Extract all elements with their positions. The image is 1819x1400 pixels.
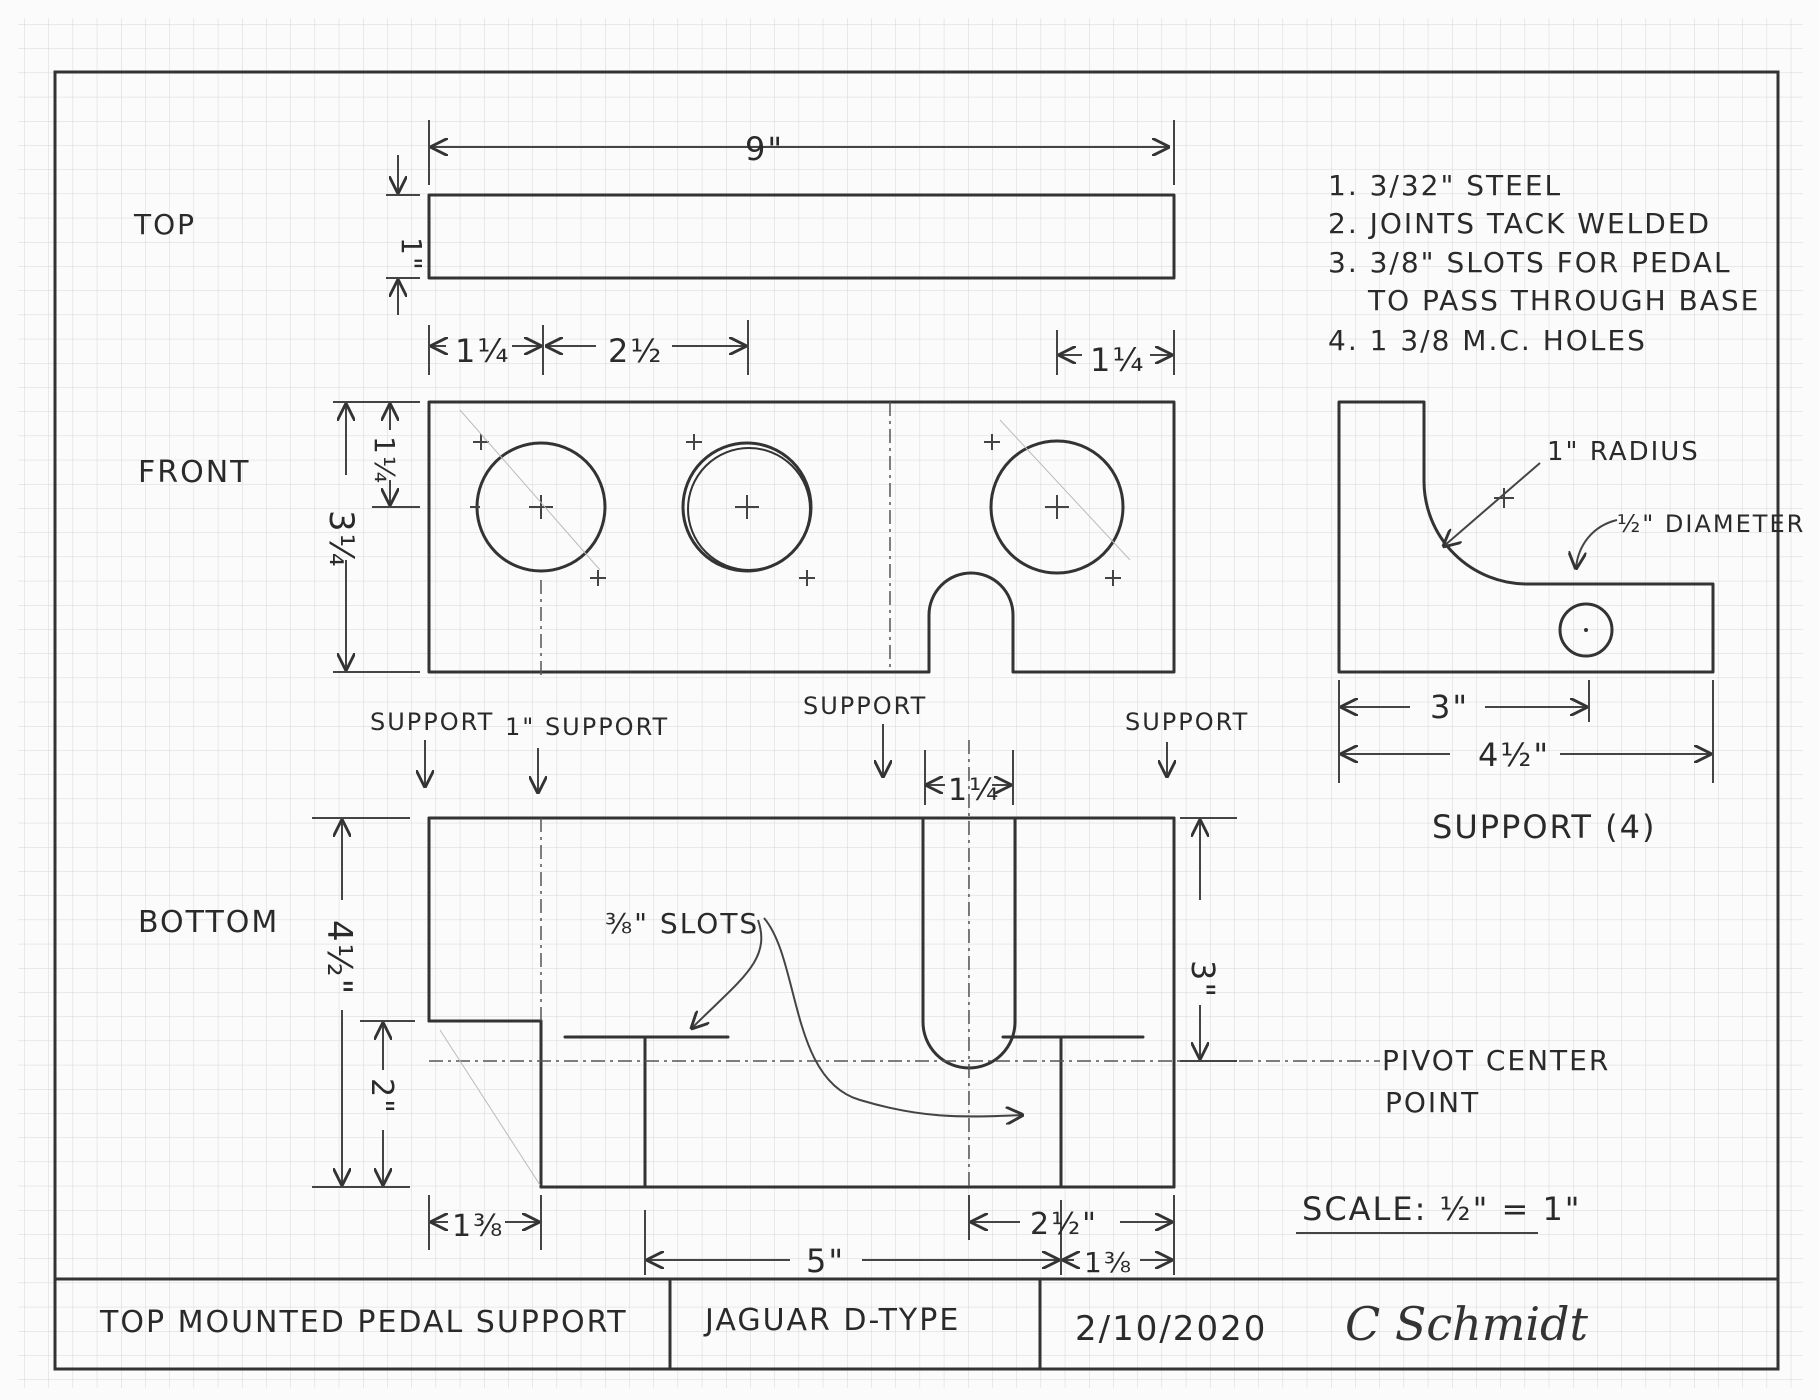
- dim-front-mid: 2½: [608, 332, 663, 370]
- dim-overall-width: 9": [745, 130, 784, 168]
- dim-bottom-height: 4½": [319, 920, 359, 996]
- support-callouts: SUPPORT 1" SUPPORT SUPPORT SUPPORT: [370, 692, 1249, 792]
- view-label-front: FRONT: [138, 455, 250, 490]
- top-view: 9" 1": [386, 120, 1176, 315]
- support-caption: SUPPORT (4): [1432, 808, 1656, 846]
- support-label-c: SUPPORT: [803, 692, 927, 720]
- support-label-b: 1" SUPPORT: [505, 713, 669, 741]
- dim-top-thickness: 1": [395, 237, 428, 272]
- support-detail-view: 1" RADIUS ½" DIAMETER 3" 4½" SUPPORT (4): [1337, 400, 1805, 846]
- diameter-label: ½" DIAMETER: [1617, 510, 1805, 538]
- scale-note: SCALE: ½" = 1": [1296, 1190, 1582, 1234]
- title-text: TOP MOUNTED PEDAL SUPPORT: [99, 1305, 628, 1340]
- dim-bottom-2-5: 2½": [1030, 1207, 1098, 1242]
- title-block: TOP MOUNTED PEDAL SUPPORT JAGUAR D-TYPE …: [53, 1277, 1780, 1371]
- support-label-d: SUPPORT: [1125, 708, 1249, 736]
- project-text: JAGUAR D-TYPE: [703, 1303, 960, 1338]
- pivot-label-1: PIVOT CENTER: [1382, 1044, 1610, 1077]
- dim-bottom-5: 5": [806, 1242, 845, 1280]
- view-label-bottom: BOTTOM: [138, 905, 279, 940]
- scale-text: SCALE: ½" = 1": [1302, 1190, 1582, 1228]
- dim-support-3: 3": [1430, 688, 1469, 726]
- note-2: 2. JOINTS TACK WELDED: [1328, 207, 1711, 240]
- dim-slot-width: 1¼: [948, 773, 1000, 808]
- dim-bottom-left: 1⅜: [452, 1209, 504, 1244]
- dim-bottom-right-3: 3": [1184, 960, 1222, 999]
- dim-front-hole-offset: 1¼: [368, 436, 401, 485]
- date-text: 2/10/2020: [1075, 1309, 1267, 1349]
- dim-support-4-5: 4½": [1478, 736, 1550, 774]
- sheet-border: [53, 70, 1780, 1371]
- note-4: 4. 1 3/8 M.C. HOLES: [1328, 324, 1647, 357]
- pivot-label-2: POINT: [1385, 1086, 1480, 1119]
- view-label-top: TOP: [133, 208, 196, 241]
- notes-list: 1. 3/32" STEEL 2. JOINTS TACK WELDED 3. …: [1328, 169, 1760, 357]
- author-signature: C Schmidt: [1345, 1297, 1588, 1351]
- grid-paper: [18, 18, 1803, 1388]
- dim-front-left: 1¼: [455, 332, 510, 370]
- dim-front-right: 1¼: [1090, 341, 1145, 379]
- slots-label: ⅜" SLOTS: [605, 907, 759, 940]
- dim-front-height: 3¼: [321, 510, 361, 569]
- note-1: 1. 3/32" STEEL: [1328, 169, 1562, 202]
- note-3: 3. 3/8" SLOTS FOR PEDAL: [1328, 246, 1732, 279]
- support-label-a: SUPPORT: [370, 708, 494, 736]
- front-view: 1¼ 2½ 1¼ 3¼ 1¼: [321, 320, 1176, 680]
- radius-label: 1" RADIUS: [1547, 437, 1700, 467]
- bottom-view: 1¼ 4½" 2" 3" 1⅜ 5" 2½" 1⅜ ⅜" SLOT: [312, 740, 1610, 1280]
- dim-bottom-lower: 2": [364, 1078, 399, 1115]
- note-3-cont: TO PASS THROUGH BASE: [1367, 284, 1760, 317]
- dim-bottom-right: 1⅜: [1084, 1246, 1133, 1279]
